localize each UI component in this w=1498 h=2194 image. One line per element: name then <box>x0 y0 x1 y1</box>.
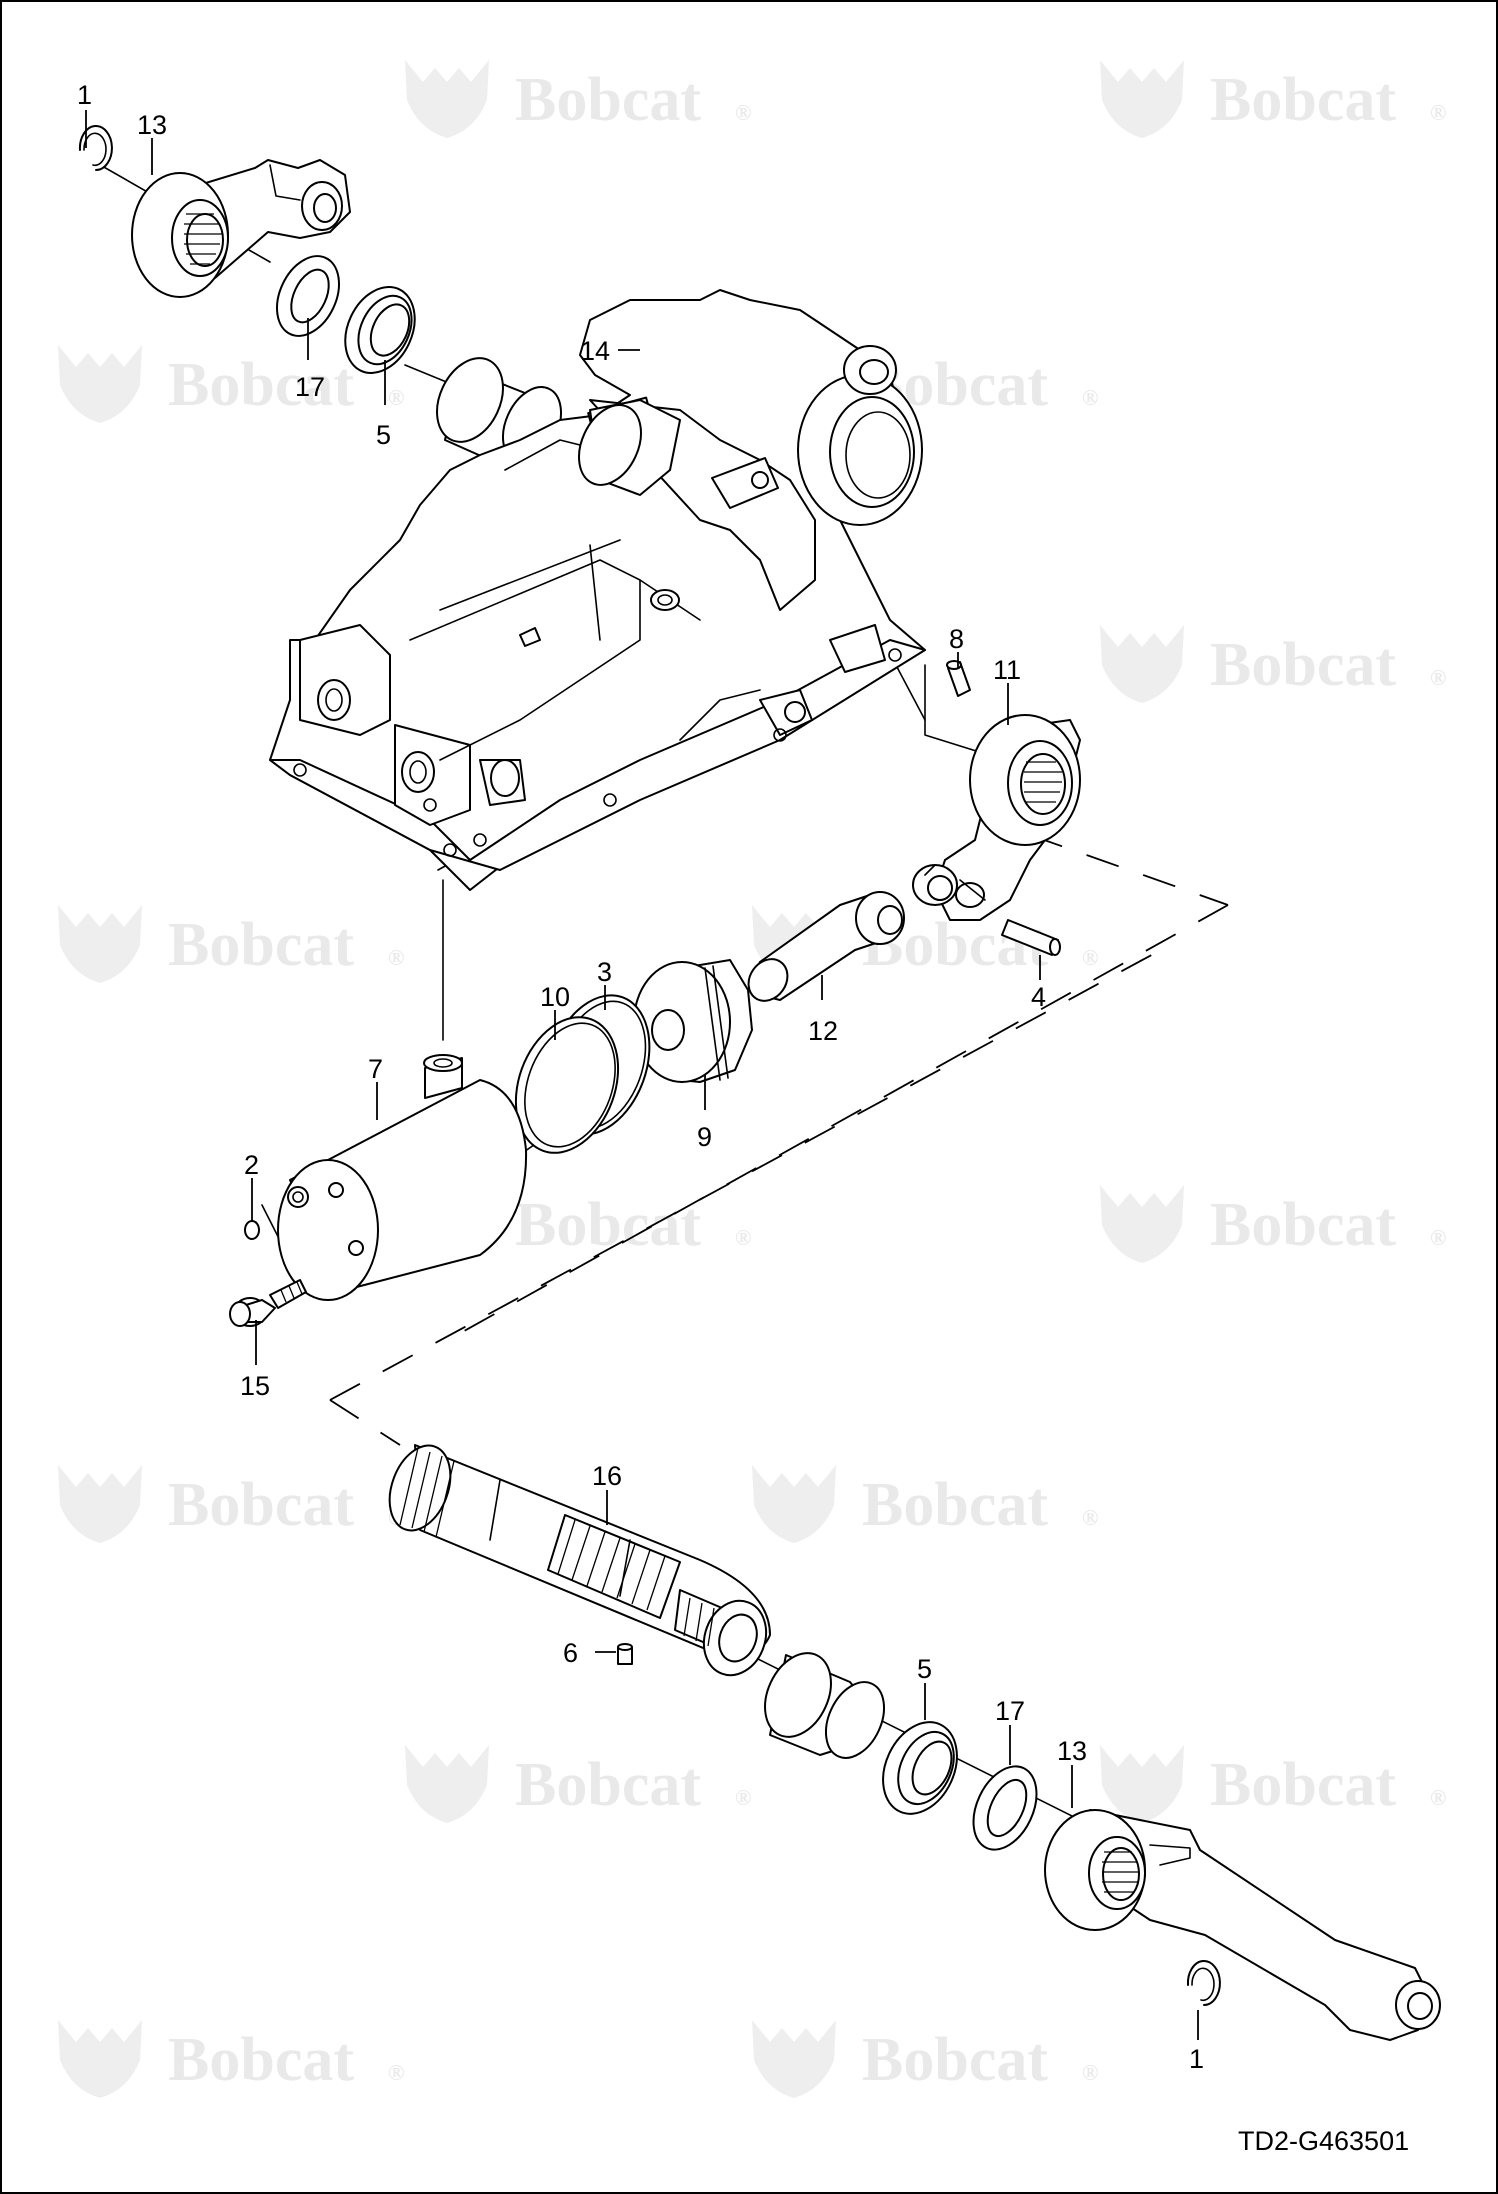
svg-text:®: ® <box>1430 665 1446 690</box>
watermark: Bobcat ® <box>1100 625 1446 703</box>
svg-text:®: ® <box>1082 385 1098 410</box>
part-8-grease-fitting <box>946 660 971 697</box>
part-17-washer-bottom <box>972 1765 1038 1851</box>
callout-10: 10 <box>540 982 570 1012</box>
svg-text:®: ® <box>735 1225 751 1250</box>
watermark-text: Bobcat <box>168 351 354 419</box>
part-1-snap-ring-top <box>78 125 113 171</box>
callout-5-bottom: 5 <box>917 1654 932 1684</box>
svg-text:®: ® <box>1082 1505 1098 1530</box>
watermark: Bobcat ® <box>752 2020 1098 2098</box>
dash-2 <box>447 904 1229 1341</box>
lift-housing <box>269 289 926 891</box>
part-4-pin <box>1001 919 1061 956</box>
callout-leaders <box>85 110 1199 2040</box>
part-12-connecting-rod <box>747 891 905 1002</box>
watermark: Bobcat® <box>58 1465 404 1543</box>
watermark: Bobcat ® <box>405 60 751 138</box>
part-5-seal-bottom <box>882 1721 958 1815</box>
callout-5-top: 5 <box>376 420 391 450</box>
svg-text:®: ® <box>1082 945 1098 970</box>
watermark-text: Bobcat <box>1210 631 1396 699</box>
callout-17-bottom: 17 <box>995 1696 1025 1726</box>
watermark: Bobcat ® <box>58 905 404 983</box>
callout-12: 12 <box>808 1016 838 1046</box>
svg-text:®: ® <box>735 1785 751 1810</box>
part-10-backup-ring <box>514 1016 620 1154</box>
part-2-small-o-ring <box>244 1220 260 1240</box>
callout-1-top: 1 <box>77 80 92 110</box>
watermark: Bobcat ® <box>405 1745 751 1823</box>
callout-16: 16 <box>592 1461 622 1491</box>
part-1-snap-ring-bottom <box>1186 1960 1221 2006</box>
watermark: Bobcat ® <box>752 1465 1098 1543</box>
part-17-washer-top <box>276 255 340 337</box>
part-9-piston <box>633 959 753 1083</box>
svg-text:®: ® <box>735 100 751 125</box>
watermark-text: Bobcat <box>515 1751 701 1819</box>
watermark: Bobcat ® <box>1100 60 1446 138</box>
callout-3: 3 <box>597 957 612 987</box>
part-7-cylinder <box>277 1054 528 1301</box>
part-13-lift-arm-bottom <box>1044 1809 1441 2041</box>
part-13-lift-arm-top <box>131 159 351 298</box>
callout-7: 7 <box>368 1054 383 1084</box>
callout-2: 2 <box>244 1150 259 1180</box>
part-16-cross-shaft <box>388 1444 771 1677</box>
callout-14: 14 <box>580 336 610 366</box>
svg-text:®: ® <box>388 945 404 970</box>
svg-text:®: ® <box>388 385 404 410</box>
callout-13-top: 13 <box>137 110 167 140</box>
watermark: Bobcat ® <box>405 1185 751 1263</box>
drawing-code: TD2-G463501 <box>1238 2126 1409 2156</box>
callout-9: 9 <box>697 1122 712 1152</box>
callout-17-top: 17 <box>295 372 325 402</box>
watermark: Bobcat ® <box>1100 1745 1446 1823</box>
callout-13-bottom: 13 <box>1057 1736 1087 1766</box>
watermark: Bobcat ® <box>58 2020 404 2098</box>
part-6-grease-fitting <box>617 1643 633 1665</box>
watermark-text: Bobcat <box>168 2026 354 2094</box>
part-11-lift-arm <box>912 714 1081 921</box>
callout-4: 4 <box>1031 982 1046 1012</box>
watermark-text: Bobcat <box>1210 66 1396 134</box>
watermark-text: Bobcat <box>1210 1751 1396 1819</box>
callout-11: 11 <box>993 655 1021 685</box>
dash-4 <box>329 1399 401 1446</box>
watermark-text: Bobcat <box>862 1471 1048 1539</box>
watermark: Bobcat ® <box>58 345 404 423</box>
part-5-seal-top <box>344 286 416 374</box>
sleeve-bushing-bottom <box>764 1652 886 1759</box>
callout-1-bottom: 1 <box>1189 2044 1204 2074</box>
watermark-text: Bobcat <box>515 66 701 134</box>
watermark-text: Bobcat <box>515 1191 701 1259</box>
callout-8: 8 <box>949 624 964 654</box>
callout-15: 15 <box>240 1371 270 1401</box>
watermark-text: Bobcat <box>168 911 354 979</box>
svg-text:®: ® <box>1430 1785 1446 1810</box>
svg-text:®: ® <box>1082 2060 1098 2085</box>
svg-text:®: ® <box>1430 1225 1446 1250</box>
part-15-cap-screw <box>229 1279 307 1327</box>
watermark: Bobcat ® <box>1100 1185 1446 1263</box>
watermark-text: Bobcat <box>1210 1191 1396 1259</box>
svg-text:®: ® <box>1430 100 1446 125</box>
watermark-text: Bobcat <box>168 1471 354 1539</box>
callout-labels: 1 13 17 5 14 8 11 4 12 3 10 9 7 2 15 16 … <box>77 80 1204 2074</box>
callout-6: 6 <box>563 1638 578 1668</box>
watermark-text: Bobcat <box>862 2026 1048 2094</box>
dash-3 <box>329 944 1171 1401</box>
svg-text:®: ® <box>388 2060 404 2085</box>
dashed-routing <box>329 834 1229 1446</box>
dash-1 <box>1029 834 1229 906</box>
